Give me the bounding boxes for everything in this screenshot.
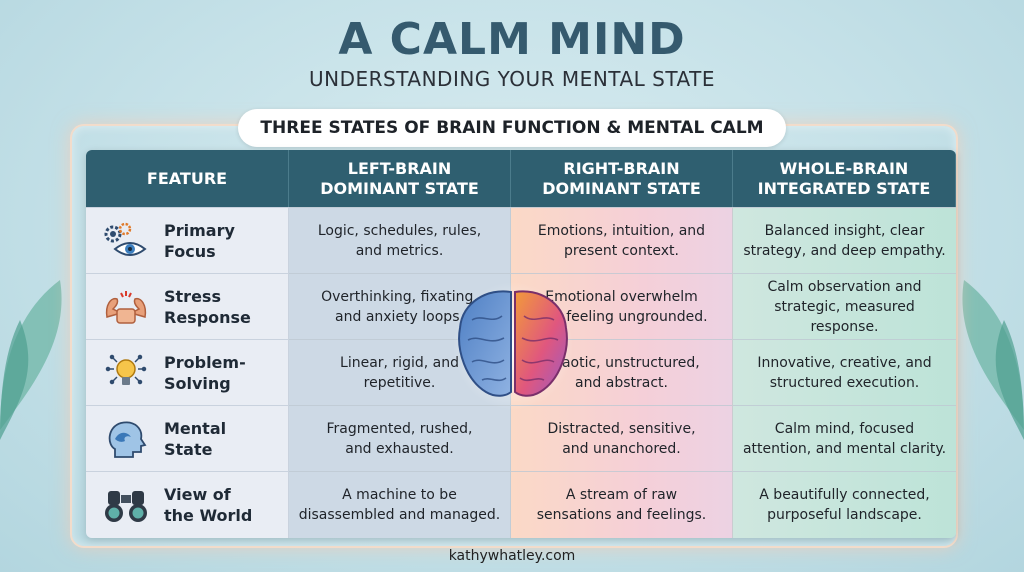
page-title: A CALM MIND [338, 14, 686, 65]
left-brain-cell: Logic, schedules, rules, and metrics. [289, 207, 511, 273]
section-banner: THREE STATES OF BRAIN FUNCTION & MENTAL … [238, 109, 786, 147]
leaf-decoration-left [0, 280, 62, 440]
whole-brain-cell: Calm mind, focused attention, and mental… [733, 405, 956, 471]
flexed-muscles-icon [100, 285, 152, 329]
header-left-brain: LEFT-BRAIN DOMINANT STATE [289, 150, 511, 207]
feature-label: View of the World [164, 485, 253, 525]
whole-brain-cell: Balanced insight, clear strategy, and de… [733, 207, 956, 273]
feature-label: Stress Response [164, 286, 251, 327]
whole-brain-cell: Calm observation and strategic, measured… [733, 273, 956, 339]
whole-brain-cell: Innovative, creative, and structured exe… [733, 339, 956, 405]
footer-url[interactable]: kathywhatley.com [448, 548, 576, 564]
header-whole-brain: WHOLE-BRAIN INTEGRATED STATE [733, 150, 956, 207]
leaf-decoration-right [962, 280, 1024, 440]
feature-label: Problem- Solving [164, 352, 246, 393]
right-brain-cell: Emotions, intuition, and present context… [511, 207, 733, 273]
left-brain-cell: A machine to be disassembled and managed… [289, 471, 511, 538]
head-wave-icon [100, 417, 152, 461]
feature-label: Mental State [164, 418, 227, 459]
feature-cell: Stress Response [86, 273, 289, 339]
feature-label: Primary Focus [164, 220, 235, 261]
lightbulb-icon [100, 351, 152, 395]
header-feature: FEATURE [86, 150, 289, 207]
binoculars-icon [100, 483, 152, 527]
header-right-brain: RIGHT-BRAIN DOMINANT STATE [511, 150, 733, 207]
whole-brain-cell: A beautifully connected, purposeful land… [733, 471, 956, 538]
brain-illustration [453, 282, 573, 410]
feature-cell: View of the World [86, 471, 289, 538]
page-subtitle: UNDERSTANDING YOUR MENTAL STATE [309, 67, 715, 91]
gears-eye-icon [100, 219, 152, 263]
right-brain-cell: Distracted, sensitive, and unanchored. [511, 405, 733, 471]
right-brain-cell: A stream of raw sensations and feelings. [511, 471, 733, 538]
feature-cell: Problem- Solving [86, 339, 289, 405]
left-brain-cell: Fragmented, rushed, and exhausted. [289, 405, 511, 471]
feature-cell: Mental State [86, 405, 289, 471]
feature-cell: Primary Focus [86, 207, 289, 273]
